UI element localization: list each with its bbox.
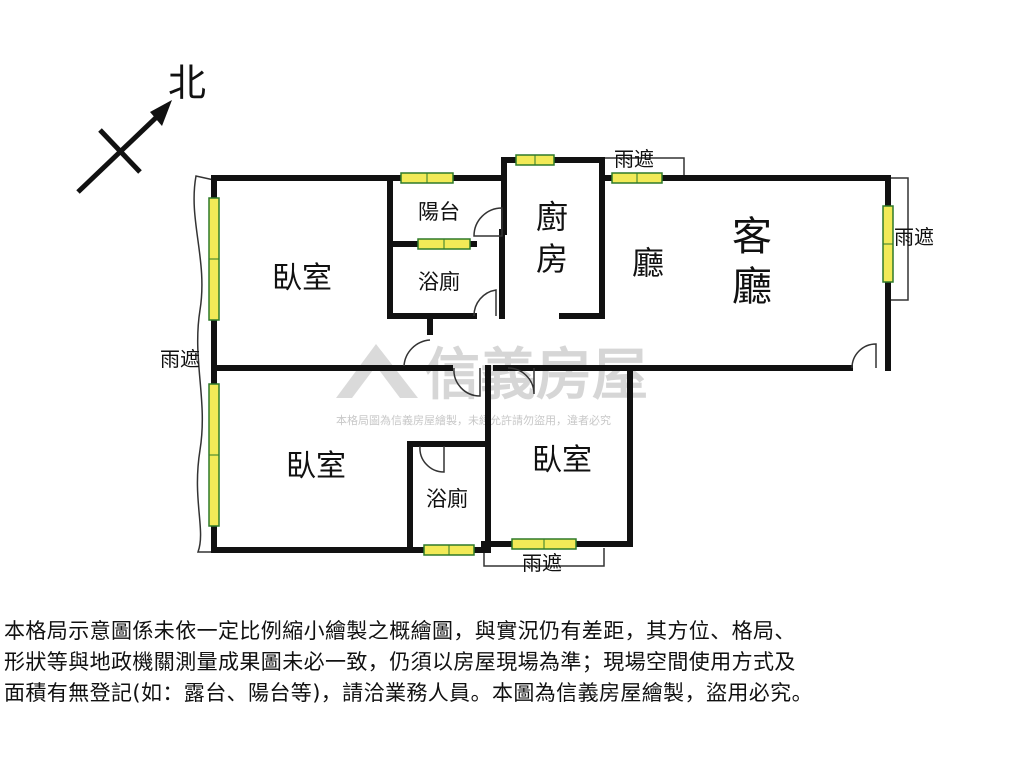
label-bedroom-bottom-left: 臥室 — [286, 449, 346, 484]
balcony-door — [473, 207, 503, 237]
bottom-bathroom-door — [419, 445, 445, 473]
left-awning-outline — [193, 175, 215, 553]
top-bathroom-door — [473, 289, 497, 317]
hall-door — [403, 339, 431, 367]
label-living-1: 客 — [732, 214, 772, 260]
watermark-brand: 信義房屋 — [424, 343, 648, 408]
label-bathroom-bottom: 浴廁 — [426, 487, 468, 511]
watermark-notice: 本格局圖為信義房屋繪製，未經允許請勿盜用，違者必究 — [336, 413, 611, 427]
disclaimer-line-3: 面積有無登記(如：露台、陽台等)，請洽業務人員。本圖為信義房屋繪製，盜用必究。 — [4, 681, 813, 705]
living-door — [851, 343, 877, 369]
floor-plan: 北 信義房屋 本格局圖為信義房屋繪製，未經允許請勿盜用，違者必究 — [76, 61, 934, 575]
compass-cross — [98, 128, 142, 174]
label-living-2: 廳 — [732, 264, 772, 310]
label-bedroom-top-left: 臥室 — [272, 261, 332, 296]
label-dining-hall: 廳 — [632, 244, 664, 282]
label-awning-top: 雨遮 — [614, 147, 654, 171]
label-bathroom-top: 浴廁 — [418, 270, 460, 294]
label-awning-right: 雨遮 — [894, 225, 934, 249]
bottom-middle-door — [507, 367, 535, 395]
label-awning-left: 雨遮 — [160, 347, 200, 371]
watermark: 信義房屋 本格局圖為信義房屋繪製，未經允許請勿盜用，違者必究 — [336, 343, 648, 427]
disclaimer: 本格局示意圖係未依一定比例縮小繪製之概繪圖，與實況仍有差距，其方位、格局、 形狀… — [4, 616, 1020, 709]
bottom-awning-outline — [483, 548, 605, 567]
label-kitchen-2: 房 — [536, 240, 568, 278]
label-awning-bottom: 雨遮 — [522, 551, 562, 575]
disclaimer-line-2: 形狀等與地政機關測量成果圖未必一致，仍須以房屋現場為準；現場空間使用方式及 — [4, 650, 796, 674]
compass: 北 — [76, 61, 206, 194]
label-bedroom-bottom-middle: 臥室 — [532, 443, 592, 478]
disclaimer-line-1: 本格局示意圖係未依一定比例縮小繪製之概繪圖，與實況仍有差距，其方位、格局、 — [4, 619, 796, 643]
label-kitchen-1: 廚 — [536, 198, 568, 236]
label-balcony: 陽台 — [418, 200, 460, 224]
bottom-left-door — [453, 367, 481, 397]
right-awning-outline — [888, 177, 909, 301]
compass-arrow-head — [150, 100, 172, 126]
north-label: 北 — [168, 61, 206, 105]
doors — [403, 207, 877, 473]
